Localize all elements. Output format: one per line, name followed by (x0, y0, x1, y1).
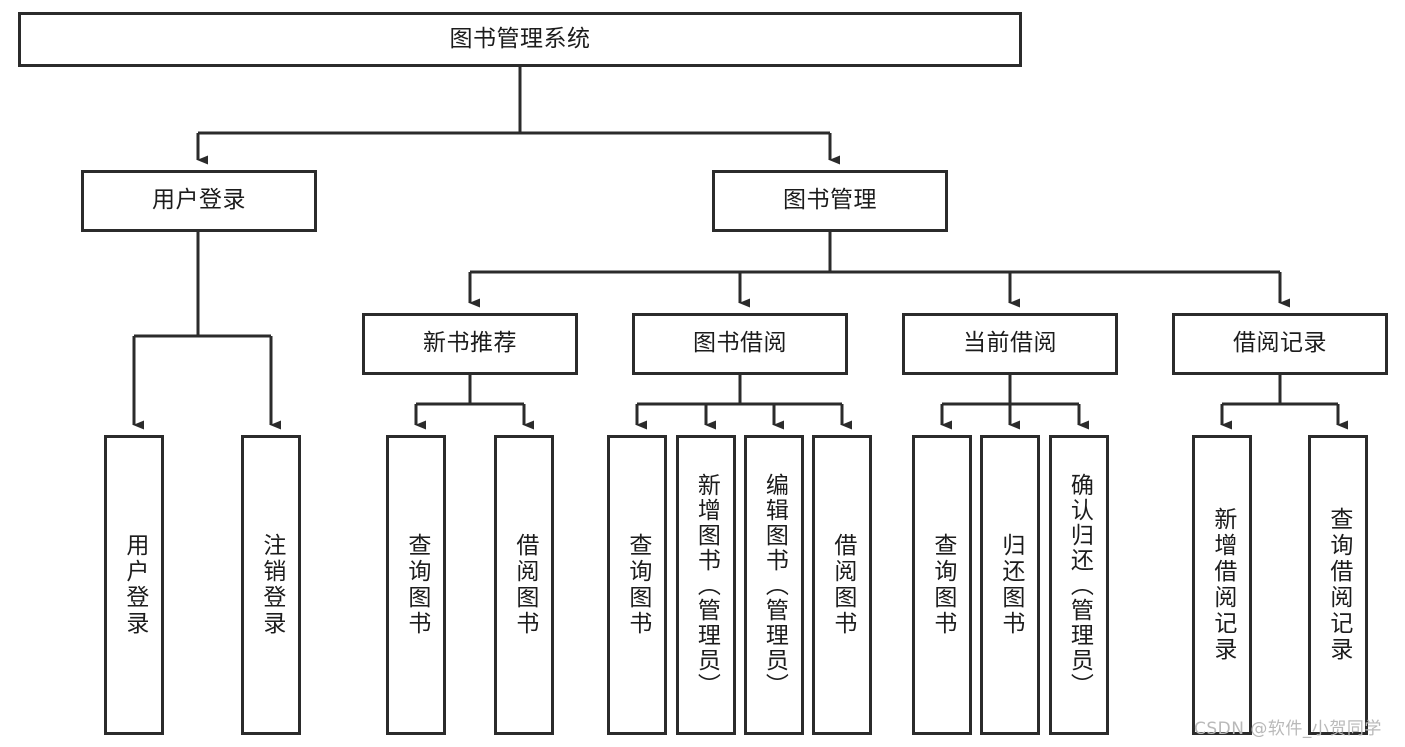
node-book-borrow[interactable]: 图书借阅 (632, 313, 848, 375)
node-label: 图书借阅 (693, 330, 787, 357)
node-book-management[interactable]: 图书管理 (712, 170, 948, 232)
leaf-query-borrow-record[interactable]: 查询借阅记录 (1308, 435, 1368, 735)
node-user-login[interactable]: 用户登录 (81, 170, 317, 232)
leaf-query-book-borrow[interactable]: 查询图书 (607, 435, 667, 735)
node-label: 图书管理系统 (449, 25, 591, 52)
node-label: 查询借阅记录 (1325, 507, 1352, 663)
node-label: 查询图书 (624, 533, 651, 637)
node-new-book-recommend[interactable]: 新书推荐 (362, 313, 578, 375)
leaf-add-book-admin[interactable]: 新增图书（管理员） (676, 435, 736, 735)
node-label: 借阅图书 (511, 533, 538, 637)
node-label: 借阅图书 (829, 533, 856, 637)
leaf-borrow-book-recommend[interactable]: 借阅图书 (494, 435, 554, 735)
node-label: 用户登录 (121, 533, 148, 637)
leaf-query-book-recommend[interactable]: 查询图书 (386, 435, 446, 735)
node-label: 编辑图书（管理员） (761, 472, 788, 698)
node-label: 查询图书 (929, 533, 956, 637)
leaf-query-book-current[interactable]: 查询图书 (912, 435, 972, 735)
node-current-borrow[interactable]: 当前借阅 (902, 313, 1118, 375)
node-label: 用户登录 (152, 187, 246, 214)
watermark-text: CSDN @软件_小贺同学 (1194, 719, 1382, 739)
node-label: 新增图书（管理员） (693, 472, 720, 698)
leaf-borrow-book-borrow[interactable]: 借阅图书 (812, 435, 872, 735)
node-label: 当前借阅 (963, 330, 1057, 357)
node-root-book-management-system[interactable]: 图书管理系统 (18, 12, 1022, 67)
node-label: 新增借阅记录 (1209, 507, 1236, 663)
node-label: 新书推荐 (423, 330, 517, 357)
node-label: 图书管理 (783, 187, 877, 214)
leaf-confirm-return-admin[interactable]: 确认归还（管理员） (1049, 435, 1109, 735)
node-label: 注销登录 (258, 533, 285, 637)
leaf-user-login[interactable]: 用户登录 (104, 435, 164, 735)
node-label: 归还图书 (997, 533, 1024, 637)
node-label: 借阅记录 (1233, 330, 1327, 357)
node-label: 确认归还（管理员） (1066, 472, 1093, 698)
leaf-user-logout[interactable]: 注销登录 (241, 435, 301, 735)
leaf-add-borrow-record[interactable]: 新增借阅记录 (1192, 435, 1252, 735)
leaf-edit-book-admin[interactable]: 编辑图书（管理员） (744, 435, 804, 735)
leaf-return-book[interactable]: 归还图书 (980, 435, 1040, 735)
node-borrow-record[interactable]: 借阅记录 (1172, 313, 1388, 375)
node-label: 查询图书 (403, 533, 430, 637)
